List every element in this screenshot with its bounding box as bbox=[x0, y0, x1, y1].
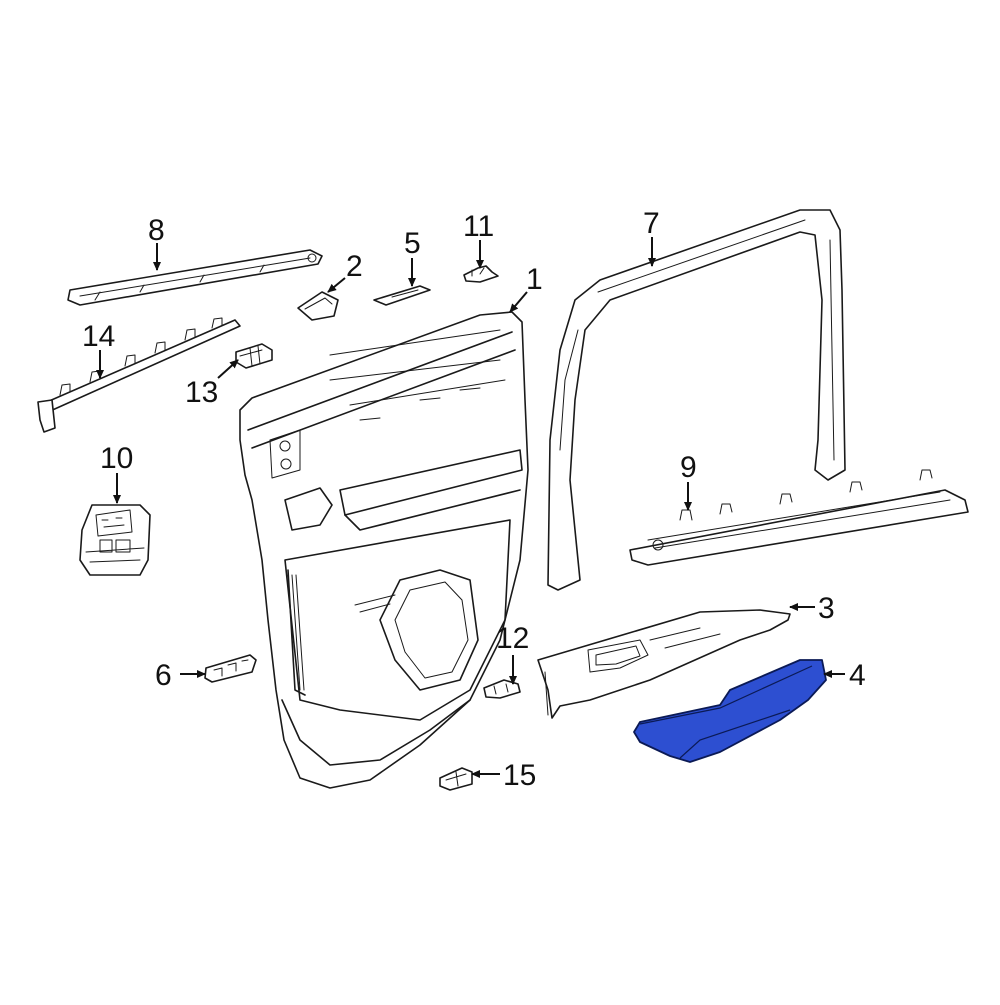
part-9-sill-rail[interactable] bbox=[629, 469, 969, 566]
part-2-pad[interactable] bbox=[297, 291, 339, 321]
callout-2: 2 bbox=[346, 250, 363, 283]
part-14-inner-belt-rail[interactable] bbox=[37, 317, 241, 433]
part-8-upper-molding[interactable] bbox=[67, 249, 323, 306]
callout-14: 14 bbox=[82, 320, 115, 353]
callout-3: 3 bbox=[818, 592, 835, 625]
part-5-bracket[interactable] bbox=[373, 285, 431, 306]
part-4-armrest-pad[interactable] bbox=[633, 659, 827, 763]
part-1-door-trim-panel[interactable] bbox=[239, 311, 529, 789]
callout-4: 4 bbox=[849, 659, 866, 692]
callout-7: 7 bbox=[643, 207, 660, 240]
callout-10: 10 bbox=[100, 442, 133, 475]
callout-5: 5 bbox=[404, 227, 421, 260]
callout-9: 9 bbox=[680, 451, 697, 484]
callout-11: 11 bbox=[463, 210, 494, 243]
callout-8: 8 bbox=[148, 214, 165, 247]
part-11-clip[interactable] bbox=[463, 265, 499, 283]
part-12-clip[interactable] bbox=[483, 679, 521, 699]
part-7-weatherstrip[interactable] bbox=[547, 209, 846, 591]
part-13-switch-bezel[interactable] bbox=[235, 343, 273, 369]
callout-labels: 1 2 3 4 5 6 7 8 9 10 11 12 13 14 15 bbox=[82, 207, 866, 792]
callout-12: 12 bbox=[496, 622, 529, 655]
part-6-plate[interactable] bbox=[204, 654, 257, 683]
leader-lines bbox=[96, 237, 845, 778]
part-15-clip[interactable] bbox=[439, 767, 473, 791]
part-10-switch-module[interactable] bbox=[79, 504, 151, 576]
callout-1: 1 bbox=[526, 263, 543, 296]
callout-6: 6 bbox=[155, 659, 172, 692]
callout-13: 13 bbox=[185, 376, 218, 409]
part-3-armrest-substrate[interactable] bbox=[537, 609, 791, 719]
callout-15: 15 bbox=[503, 759, 536, 792]
